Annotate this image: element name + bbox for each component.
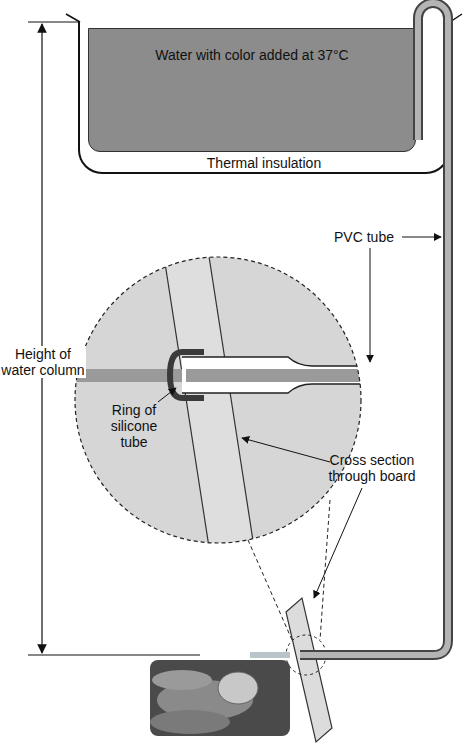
dye-in-tube — [186, 369, 370, 382]
insulation-container: Thermal insulation Water with color added… — [78, 22, 450, 174]
silicone-ring — [170, 352, 204, 398]
node-text: Thermal insulation — [80, 155, 448, 171]
part-label: PVC tube — [326, 229, 402, 245]
board-section — [163, 250, 256, 560]
insulation-rim — [66, 14, 462, 22]
pvc-tube-section — [182, 357, 370, 393]
node-text: Water with color added at 37°C — [89, 47, 415, 63]
water-reservoir: Water with color added at 37°C — [88, 28, 416, 152]
board — [286, 598, 332, 742]
part-label: Ring of silicone tube — [96, 402, 172, 450]
pvc-tube-inner — [300, 3, 448, 655]
callout-arrow — [158, 237, 441, 598]
dimension-label: Height of water column — [0, 346, 86, 378]
magnified-view — [70, 250, 370, 560]
pvc-tube — [300, 3, 448, 655]
zoom-marker — [286, 635, 326, 675]
hand-photo — [150, 652, 290, 736]
part-label: Cross section through board — [316, 452, 428, 484]
